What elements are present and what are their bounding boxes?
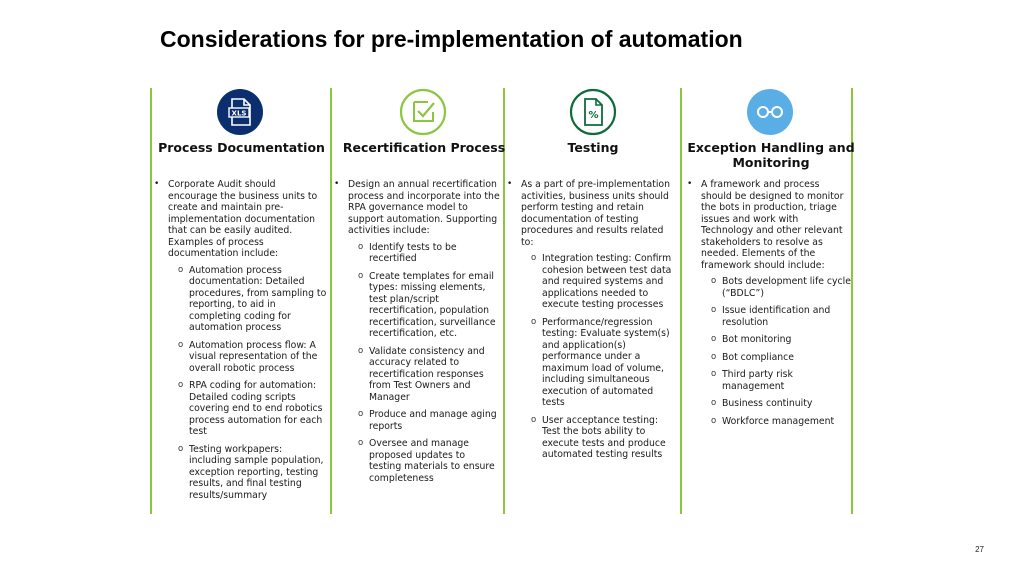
column-divider <box>680 88 682 514</box>
column-divider <box>150 88 152 514</box>
page-number: 27 <box>975 545 984 554</box>
list-item: Oversee and manage proposed updates to t… <box>348 438 500 484</box>
bullet-list: Corporate Audit should encourage the bus… <box>152 179 327 507</box>
list-item: Design an annual recertification process… <box>332 179 500 484</box>
list-item: Corporate Audit should encourage the bus… <box>152 179 327 501</box>
column-heading: Recertification Process <box>342 140 506 155</box>
column-heading: Exception Handling and Monitoring <box>687 140 855 170</box>
bullet-list: Design an annual recertification process… <box>332 179 500 490</box>
list-item: User acceptance testing: Test the bots a… <box>521 415 677 461</box>
list-item: Integration testing: Confirm cohesion be… <box>521 253 677 311</box>
list-item: Automation process documentation: Detail… <box>168 265 327 334</box>
list-item: Create templates for email types: missin… <box>348 271 500 340</box>
sub-list: Integration testing: Confirm cohesion be… <box>521 253 677 461</box>
list-item: Issue identification and resolution <box>701 305 851 328</box>
list-item: Testing workpapers: including sample pop… <box>168 444 327 502</box>
sub-list: Bots development life cycle (“BDLC”) Iss… <box>701 276 851 427</box>
page-title: Considerations for pre-implementation of… <box>160 26 743 52</box>
bullet-text: As a part of pre-implementation activiti… <box>521 179 671 248</box>
column-divider <box>503 88 505 514</box>
list-item: Bot monitoring <box>701 334 851 346</box>
list-item: As a part of pre-implementation activiti… <box>505 179 677 461</box>
list-item: Validate consistency and accuracy relate… <box>348 346 500 404</box>
bullet-text: Design an annual recertification process… <box>348 179 500 236</box>
bullet-list: As a part of pre-implementation activiti… <box>505 179 677 467</box>
list-item: Business continuity <box>701 398 851 410</box>
bullet-text: Corporate Audit should encourage the bus… <box>168 179 318 259</box>
column-heading: Process Documentation <box>158 140 325 155</box>
list-item: Workforce management <box>701 416 851 428</box>
column-heading: Testing <box>567 140 619 155</box>
list-item: Bot compliance <box>701 352 851 364</box>
glasses-icon <box>746 88 794 136</box>
column-divider <box>851 88 853 514</box>
svg-text:XLS: XLS <box>232 110 247 118</box>
list-item: Bots development life cycle (“BDLC”) <box>701 276 851 299</box>
checkbox-icon <box>399 88 447 136</box>
sub-list: Identify tests to be recertified Create … <box>348 242 500 485</box>
xls-file-icon: XLS <box>216 88 264 136</box>
list-item: Performance/regression testing: Evaluate… <box>521 317 677 409</box>
list-item: A framework and process should be design… <box>685 179 851 427</box>
list-item: Produce and manage aging reports <box>348 409 500 432</box>
sub-list: Automation process documentation: Detail… <box>168 265 327 502</box>
list-item: Third party risk management <box>701 369 851 392</box>
bullet-text: A framework and process should be design… <box>701 179 844 271</box>
percent-document-icon: % <box>569 88 617 136</box>
list-item: RPA coding for automation: Detailed codi… <box>168 380 327 438</box>
column-divider <box>330 88 332 514</box>
bullet-list: A framework and process should be design… <box>685 179 851 433</box>
list-item: Automation process flow: A visual repres… <box>168 340 327 375</box>
list-item: Identify tests to be recertified <box>348 242 500 265</box>
svg-text:%: % <box>588 110 598 121</box>
